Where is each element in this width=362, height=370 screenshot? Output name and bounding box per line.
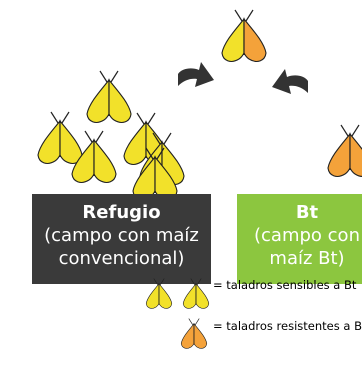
refugio-panel xyxy=(32,194,211,284)
sensitive-moth-icon xyxy=(86,70,132,124)
bt-subtitle-line2: maíz Bt) xyxy=(269,248,345,269)
legend-resistant-moth-icon xyxy=(180,318,208,349)
refugio-label: Refugio (campo con maíz convencional) xyxy=(32,194,211,284)
bt-panel xyxy=(237,194,362,284)
legend-resistant-text: = taladros resistentes a Bt xyxy=(213,319,362,333)
hybrid-moth-icon xyxy=(221,9,267,63)
right-curved-arrow-icon xyxy=(272,69,308,94)
legend-sensitive-text: = taladros sensibles a Bt xyxy=(213,278,357,292)
refugio-subtitle-line2: convencional) xyxy=(58,248,185,269)
refugio-subtitle-line1: (campo con maíz xyxy=(44,225,199,246)
bt-subtitle-line1: (campo con xyxy=(254,225,360,246)
bt-label: Bt (campo con maíz Bt) xyxy=(237,194,362,284)
bt-title: Bt xyxy=(295,202,319,223)
left-curved-arrow-icon xyxy=(178,62,214,87)
resistant-moth-icon xyxy=(327,124,362,178)
refugio-title: Refugio xyxy=(82,202,161,223)
sensitive-moth-icon xyxy=(37,111,83,165)
